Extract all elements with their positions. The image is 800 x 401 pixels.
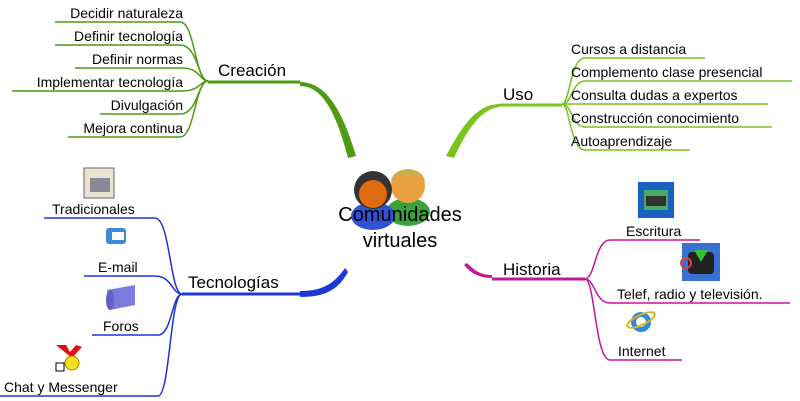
- television-icon: [680, 243, 720, 281]
- creacion-item[interactable]: Implementar tecnología: [36, 74, 183, 90]
- historia-item[interactable]: Telef, radio y televisión.: [617, 286, 763, 302]
- internet-explorer-icon: [626, 311, 656, 332]
- center-title-line2: virtuales: [362, 230, 438, 252]
- creacion-item[interactable]: Mejora continua: [83, 120, 183, 136]
- yahoo-messenger-icon: [55, 345, 82, 372]
- typewriter-icon: [83, 167, 115, 199]
- uso-item[interactable]: Cursos a distancia: [571, 41, 687, 57]
- center-title-line1: Comunidades: [338, 204, 462, 226]
- historia-item[interactable]: Escritura: [626, 223, 682, 239]
- scroll-icon: [106, 285, 135, 310]
- uso-item[interactable]: Complemento clase presencial: [571, 64, 763, 80]
- creacion-label[interactable]: Creación: [218, 61, 287, 80]
- tecnologias-item[interactable]: E-mail: [98, 259, 138, 275]
- uso-item[interactable]: Construcción conocimiento: [571, 110, 740, 126]
- tecnologias-item[interactable]: Chat y Messenger: [4, 379, 118, 395]
- creacion-item[interactable]: Definir normas: [91, 51, 183, 67]
- historia-label[interactable]: Historia: [503, 260, 561, 279]
- email-icon: [106, 228, 126, 244]
- tecnologias-label[interactable]: Tecnologías: [188, 273, 279, 292]
- historia-item[interactable]: Internet: [618, 343, 666, 359]
- historia-branch: [464, 239, 790, 361]
- people-icon: [351, 169, 430, 230]
- typewriter-icon: [638, 182, 674, 218]
- tecnologias-branch: [0, 217, 348, 397]
- creacion-item[interactable]: Definir tecnología: [74, 28, 183, 44]
- creacion-item[interactable]: Divulgación: [110, 97, 183, 113]
- uso-branch: [446, 57, 792, 158]
- uso-label[interactable]: Uso: [503, 85, 534, 104]
- tecnologias-item[interactable]: Foros: [103, 318, 139, 334]
- creacion-branch: [12, 21, 356, 158]
- creacion-item[interactable]: Decidir naturaleza: [70, 5, 183, 21]
- uso-item[interactable]: Consulta dudas a expertos: [571, 87, 738, 103]
- tecnologias-item[interactable]: Tradicionales: [52, 201, 135, 217]
- uso-item[interactable]: Autoaprendizaje: [571, 133, 673, 149]
